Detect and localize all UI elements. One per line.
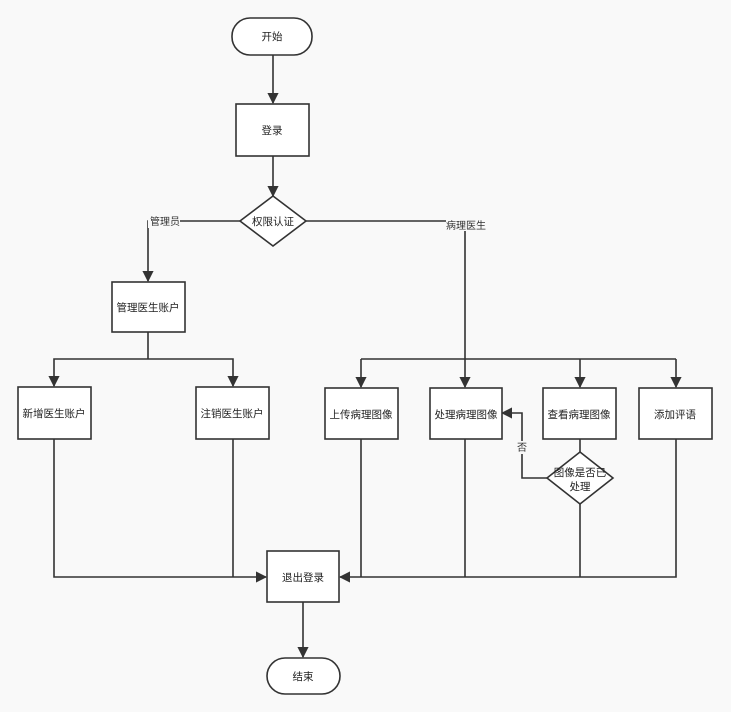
edge-label-doctor: 病理医生	[446, 219, 486, 232]
edge-auth-doctor	[306, 220, 471, 389]
edge-to-remove	[148, 358, 239, 388]
edges	[48, 55, 682, 659]
auth-decision[interactable]: 权限认证	[238, 194, 308, 248]
remove-doctor-node[interactable]: 注销医生账户	[195, 386, 270, 440]
login-label: 登录	[262, 124, 283, 137]
manage-label: 管理医生账户	[117, 301, 180, 314]
upload-label: 上传病理图像	[330, 408, 393, 421]
end-label: 结束	[293, 670, 314, 683]
comment-label: 添加评语	[654, 408, 696, 421]
processed-decision[interactable]: 图像是否已 处理	[545, 450, 615, 506]
start-label: 开始	[262, 30, 283, 43]
edge-labels: 管理员 病理医生 否	[148, 214, 528, 454]
auth-label: 权限认证	[252, 215, 294, 228]
start-node[interactable]: 开始	[231, 17, 313, 56]
nodes: 开始 登录 权限认证 管理医生账户 新增医生账户 注销医生账户	[17, 17, 713, 695]
logout-node[interactable]: 退出登录	[266, 550, 340, 603]
edge-comment-logout	[338, 439, 677, 583]
edge-label-admin: 管理员	[150, 215, 180, 228]
logout-label: 退出登录	[282, 571, 324, 584]
add-doctor-label: 新增医生账户	[23, 407, 86, 420]
add-doctor-node[interactable]: 新增医生账户	[17, 386, 92, 440]
decision-label-line2: 处理	[570, 481, 591, 493]
edge-label-no: 否	[517, 442, 527, 454]
comment-node[interactable]: 添加评语	[638, 387, 713, 440]
edge-to-add	[48, 358, 148, 388]
login-node[interactable]: 登录	[235, 103, 310, 157]
process-node[interactable]: 处理病理图像	[429, 387, 503, 440]
view-node[interactable]: 查看病理图像	[542, 387, 617, 440]
upload-node[interactable]: 上传病理图像	[324, 387, 399, 440]
process-label: 处理病理图像	[435, 408, 498, 421]
view-label: 查看病理图像	[548, 408, 611, 421]
end-node[interactable]: 结束	[266, 657, 341, 695]
manage-node[interactable]: 管理医生账户	[111, 281, 186, 333]
edge-auth-manage	[142, 220, 240, 283]
remove-doctor-label: 注销医生账户	[201, 407, 264, 420]
decision-label-line1: 图像是否已	[554, 467, 607, 479]
edge-add-logout	[53, 439, 268, 583]
